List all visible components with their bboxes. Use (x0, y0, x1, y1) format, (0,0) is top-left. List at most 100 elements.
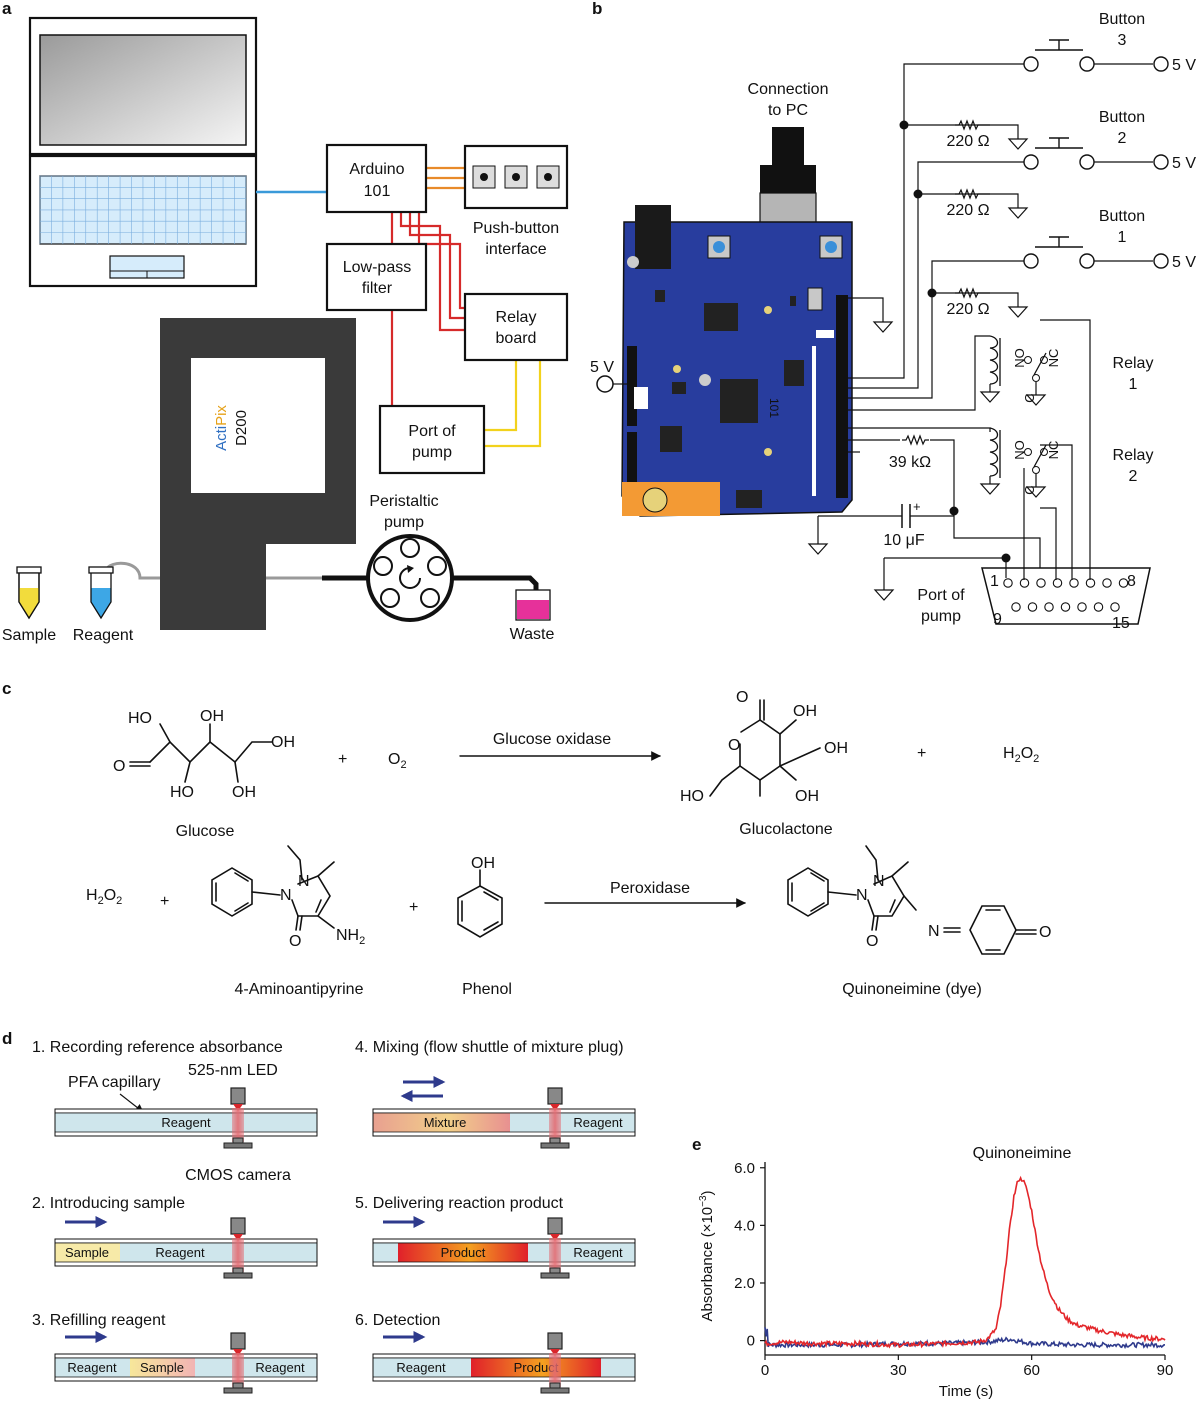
peristaltic-label-1: Peristaltic (369, 493, 438, 510)
push-button-label-1: Push-button (473, 220, 559, 237)
laptop-icon (28, 16, 258, 288)
arduino-label-1: Arduino (349, 161, 404, 178)
glucose-atom-oh-3: OH (232, 784, 256, 801)
button-number: 1 (1118, 229, 1127, 246)
reagent-vial (88, 566, 114, 620)
x-axis-label: Time (s) (939, 1383, 993, 1400)
glucose-name: Glucose (176, 823, 235, 840)
waste-label: Waste (510, 626, 555, 643)
panel-d: PFA capillary 525-nm LED CMOS camera 1. … (32, 1039, 636, 1394)
button-number: 2 (1118, 130, 1127, 147)
rxn2-arrow-label: Peroxidase (610, 880, 690, 897)
phenol-structure (457, 869, 503, 938)
x-tick-label: 90 (1157, 1362, 1174, 1379)
peristaltic-label-2: pump (384, 514, 424, 531)
relay-title: Relay (1113, 447, 1154, 464)
port-of-pump-box (378, 404, 486, 475)
relay-no: NO (1012, 348, 1027, 368)
quinoneimine-structure (787, 845, 1037, 955)
glucose-atom-ho-2: HO (170, 784, 194, 801)
relay-1-circuit: NO NC C Relay 1 (980, 335, 1154, 406)
relay-c: C (1022, 393, 1037, 402)
push-buttons (472, 165, 560, 189)
relay-number: 1 (1129, 376, 1138, 393)
glucolactone-atom-oh-2: OH (824, 740, 848, 757)
glucolactone-atom-ho: HO (680, 788, 704, 805)
reagent-tube (104, 561, 160, 580)
segment-label: Mixture (424, 1115, 467, 1130)
relay-board-label-1: Relay (496, 309, 537, 326)
aminoantipyrine-name: 4-Aminoantipyrine (235, 981, 364, 998)
aminoantipyrine-atom-n-2: N (298, 873, 310, 890)
step-title: 4. Mixing (flow shuttle of mixture plug) (355, 1039, 624, 1056)
h2o2-product: H2O2 (1003, 745, 1039, 765)
panel-label-e: e (692, 1135, 701, 1154)
relay-nc: NC (1046, 349, 1061, 368)
actipix-window (191, 358, 325, 493)
capacitor-plus: + (913, 499, 921, 514)
button-title: Button (1099, 11, 1145, 28)
relay-title: Relay (1113, 355, 1154, 372)
port-label-1: Port of (917, 587, 965, 604)
low-pass-label-2: filter (362, 280, 393, 297)
quinoneimine-atom-n-1: N (856, 887, 868, 904)
quinoneimine-atom-o-1: O (866, 933, 878, 950)
relay-board-box (463, 292, 569, 362)
arduino-board-icon (621, 205, 853, 517)
pin-8-label: 8 (1127, 573, 1136, 590)
relay-c: C (1022, 485, 1037, 494)
segment-label: Reagent (573, 1245, 623, 1260)
db15-port-icon (981, 567, 1151, 625)
port-label-2: pump (921, 608, 961, 625)
y-tick-label: 4.0 (734, 1217, 755, 1234)
phenol-atom-oh: OH (471, 855, 495, 872)
v5-left-label: 5 V (590, 359, 614, 376)
quinoneimine-name: Quinoneimine (dye) (842, 981, 982, 998)
button-voltage: 5 V (1172, 57, 1196, 74)
low-pass-box (325, 242, 428, 312)
step-title: 6. Detection (355, 1312, 440, 1329)
arduino-box (325, 143, 428, 214)
button-voltage: 5 V (1172, 254, 1196, 271)
relay-number: 2 (1129, 468, 1138, 485)
connection-label-1: Connection (748, 81, 829, 98)
aminoantipyrine-structure (211, 845, 335, 931)
x-tick-label: 30 (890, 1362, 907, 1379)
h2o2-reactant: H2O2 (86, 887, 122, 907)
segment-label: Reagent (396, 1360, 446, 1375)
panel-b: Connection to PC (590, 11, 1196, 632)
port-of-pump-label-2: pump (412, 444, 452, 461)
orange-wires (426, 166, 465, 190)
arduino-label-2: 101 (364, 183, 391, 200)
step-title: 3. Refilling reagent (32, 1312, 166, 1329)
rxn1-plus-1: + (338, 751, 347, 768)
segment-label: Sample (140, 1360, 184, 1375)
glucose-atom-ho-1: HO (128, 710, 152, 727)
relay-circuits: NO NC C Relay 1NO NC C Relay 2 (980, 335, 1154, 498)
board-model: 101 (767, 398, 781, 418)
low-pass-label-1: Low-pass (343, 259, 411, 276)
button-title: Button (1099, 109, 1145, 126)
panel-a: Arduino 101 Push-button interface Low-pa… (2, 16, 569, 644)
push-button-label-2: interface (485, 241, 546, 258)
quinoneimine-atom-o-2: O (1039, 924, 1051, 941)
glucose-atom-o: O (113, 758, 125, 775)
quinoneimine-atom-n-2: N (873, 873, 885, 890)
quinoneimine-atom-n-3: N (928, 923, 940, 940)
led-label: 525-nm LED (188, 1062, 278, 1079)
glucolactone-structure (709, 699, 821, 797)
glucolactone-atom-o-ring: O (728, 737, 740, 754)
button-number: 3 (1118, 32, 1127, 49)
y-tick-label: 0 (747, 1333, 755, 1350)
segment-label: Reagent (161, 1115, 211, 1130)
glucolactone-atom-oh-3: OH (795, 788, 819, 805)
resistor-label: 220 Ω (946, 133, 989, 150)
relay-nc: NC (1046, 441, 1061, 460)
series-label-quinoneimine: Quinoneimine (973, 1145, 1072, 1162)
